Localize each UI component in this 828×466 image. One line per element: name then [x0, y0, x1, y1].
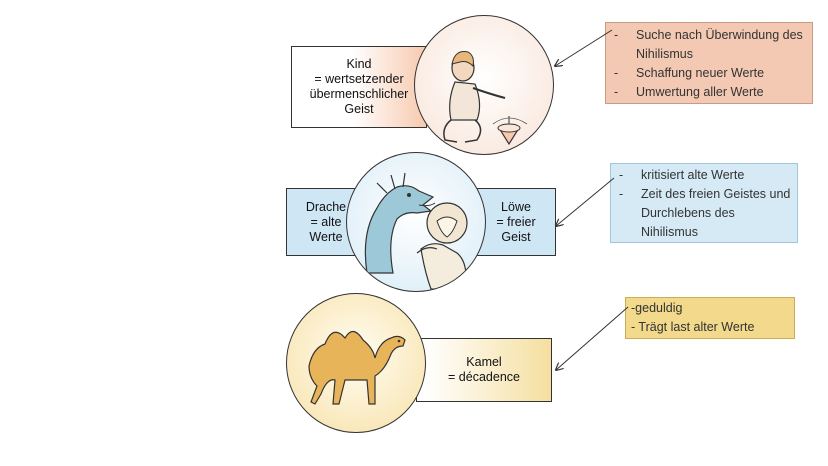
kamel-circle [286, 293, 426, 433]
dragon-lion-illustration [364, 172, 468, 290]
camel-illustration [308, 330, 406, 405]
list-item: -Zeit des freien Geistes und Durchlebens… [619, 187, 791, 239]
drache-label: Drache = alte Werte [305, 199, 347, 244]
kind-label-box: Kind = wertsetzender übermenschlicher Ge… [291, 46, 427, 128]
list-item: - Trägt last alter Werte [631, 320, 755, 334]
kamel-label: Kamel = décadence [448, 355, 520, 384]
drache-loewe-circle [346, 152, 486, 292]
arrow-kind [555, 29, 613, 66]
kamel-label-box: Kamel = décadence [416, 338, 552, 402]
list-item: -Suche nach Überwindung des Nihilismus [614, 28, 803, 61]
list-item: -kritisiert alte Werte [619, 168, 745, 182]
note-loewe: -kritisiert alte Werte -Zeit des freien … [610, 163, 798, 243]
arrow-kamel [556, 306, 629, 370]
child-illustration [443, 51, 528, 146]
loewe-label: Löwe = freier Geist [496, 199, 536, 244]
note-loewe-list: -kritisiert alte Werte -Zeit des freien … [617, 166, 791, 242]
note-kamel-list: -geduldig - Trägt last alter Werte [631, 299, 789, 337]
list-item: -Schaffung neuer Werte [614, 66, 765, 80]
note-kamel: -geduldig - Trägt last alter Werte [625, 297, 795, 339]
kind-circle [414, 15, 554, 155]
kind-label: Kind = wertsetzender übermenschlicher Ge… [309, 57, 409, 116]
note-kind-list: -Suche nach Überwindung des Nihilismus -… [612, 26, 806, 102]
list-item: -geduldig [631, 301, 683, 315]
list-item: -Umwertung aller Werte [614, 85, 764, 99]
loewe-label-box: Löwe = freier Geist [476, 188, 556, 256]
arrow-loewe [556, 177, 615, 226]
note-kind: -Suche nach Überwindung des Nihilismus -… [605, 22, 813, 104]
